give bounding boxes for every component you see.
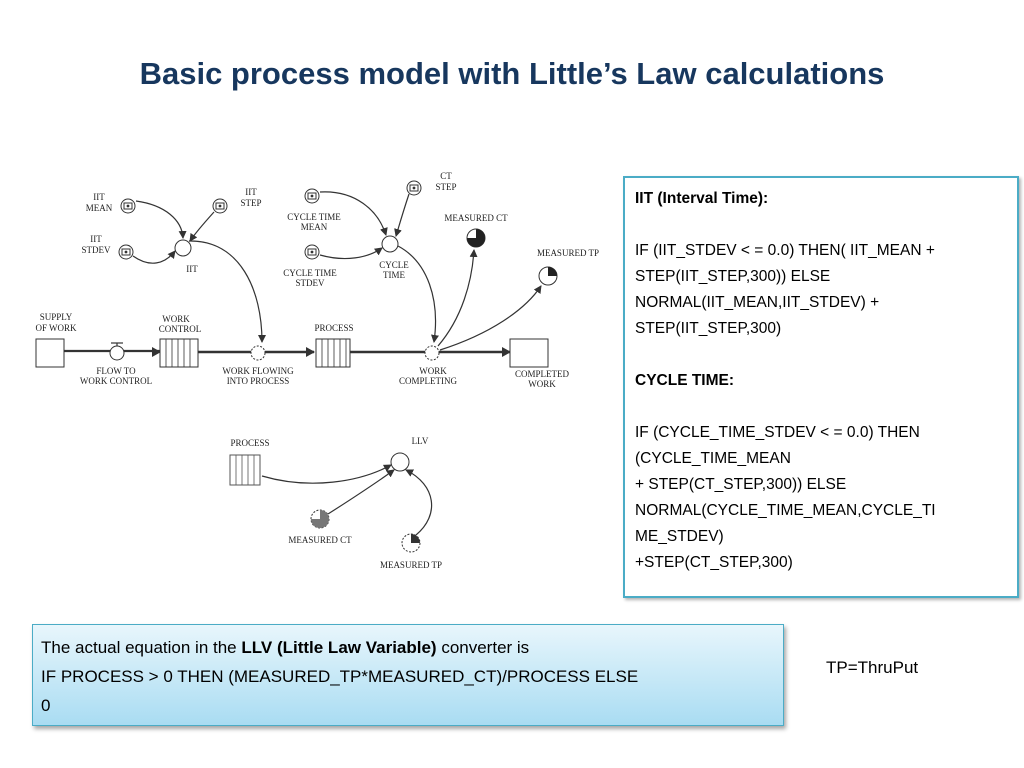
ct-equation-line: ME_STDEV): [635, 528, 724, 545]
process-model-diagram: IIT MEAN IIT STDEV IIT STEP IIT CYCLE TI…: [35, 171, 599, 570]
supply-of-work-label-1: SUPPLY: [40, 312, 73, 322]
measured-ct-converter: MEASURED CT: [444, 213, 508, 248]
iit-label: IIT: [186, 264, 198, 274]
ct-step-label-1: CT: [440, 171, 452, 181]
iit-step-label-2: STEP: [240, 198, 261, 208]
llv-note-bold: LLV (Little Law Variable): [241, 638, 437, 657]
ct-equation-line: + STEP(CT_STEP,300)) ELSE: [635, 476, 847, 493]
llv-note-box: The actual equation in the LLV (Little L…: [32, 624, 784, 726]
process-label: PROCESS: [314, 323, 353, 333]
measured-ct2-label: MEASURED CT: [288, 535, 352, 545]
iit-stdev-constant: IIT STDEV: [82, 234, 134, 260]
iit-converter: IIT: [174, 239, 198, 274]
cycle-time-stdev-label-1: CYCLE TIME: [283, 268, 337, 278]
llv-note-suffix: converter is: [436, 638, 530, 657]
ct-equation-line: (CYCLE_TIME_MEAN: [635, 450, 791, 467]
llv-note-line-1: The actual equation in the LLV (Little L…: [41, 633, 775, 662]
work-flowing-into-process-valve: WORK FLOWING INTO PROCESS: [222, 345, 294, 386]
iit-equation-line: STEP(IIT_STEP,300): [635, 320, 782, 337]
work-flowing-label-2: INTO PROCESS: [227, 376, 290, 386]
iit-equation-line: NORMAL(IIT_MEAN,IIT_STDEV) +: [635, 294, 880, 311]
cycle-time-label-2: TIME: [383, 270, 405, 280]
cycle-time-heading: CYCLE TIME:: [635, 372, 735, 389]
supply-of-work-stock: SUPPLY OF WORK: [35, 312, 77, 368]
iit-stdev-label-1: IIT: [90, 234, 102, 244]
completed-work-label-2: WORK: [528, 379, 556, 389]
iit-equation-line: STEP(IIT_STEP,300)) ELSE: [635, 268, 831, 285]
cycle-time-converter: CYCLE TIME: [379, 235, 409, 280]
iit-equation-line: IF (IIT_STDEV < = 0.0) THEN( IIT_MEAN +: [635, 242, 935, 259]
llv-label: LLV: [412, 436, 429, 446]
iit-heading: IIT (Interval Time):: [635, 190, 769, 207]
llv-note-line-3: 0: [41, 696, 51, 715]
work-control-conveyor: WORK CONTROL: [159, 314, 202, 368]
tp-note: TP=ThruPut: [826, 658, 919, 677]
work-completing-valve: WORK COMPLETING: [399, 345, 457, 386]
cycle-time-mean-label-1: CYCLE TIME: [287, 212, 341, 222]
llv-note-prefix: The actual equation in the: [41, 638, 242, 657]
work-control-label-1: WORK: [162, 314, 190, 324]
iit-stdev-label-2: STDEV: [82, 245, 112, 255]
work-control-label-2: CONTROL: [159, 324, 202, 334]
work-completing-label-2: COMPLETING: [399, 376, 457, 386]
flow-to-work-control-valve: FLOW TO WORK CONTROL: [80, 342, 152, 386]
ct-equation-line: NORMAL(CYCLE_TIME_MEAN,CYCLE_TI: [635, 502, 936, 519]
completed-work-stock: COMPLETED WORK: [509, 338, 570, 389]
cycle-time-stdev-constant: CYCLE TIME STDEV: [283, 244, 337, 288]
ct-step-constant: CT STEP: [406, 171, 457, 196]
iit-step-constant: IIT STEP: [212, 187, 262, 214]
process2-label: PROCESS: [230, 438, 269, 448]
cycle-time-label-1: CYCLE: [379, 260, 409, 270]
measured-tp-converter: MEASURED TP: [537, 248, 599, 286]
iit-mean-label-2: MEAN: [86, 203, 113, 213]
ct-step-label-2: STEP: [435, 182, 456, 192]
flow-to-work-control-label-1: FLOW TO: [96, 366, 136, 376]
llv-note-line-2: IF PROCESS > 0 THEN (MEASURED_TP*MEASURE…: [41, 667, 639, 686]
ct-equation-line: +STEP(CT_STEP,300): [635, 554, 793, 571]
measured-ct-ghost: MEASURED CT: [288, 509, 352, 545]
measured-ct-label: MEASURED CT: [444, 213, 508, 223]
llv-converter: LLV: [390, 436, 429, 472]
ct-equation-line: IF (CYCLE_TIME_STDEV < = 0.0) THEN: [635, 424, 920, 441]
supply-of-work-label-2: OF WORK: [35, 323, 77, 333]
measured-tp-ghost: MEASURED TP: [380, 533, 442, 570]
process-ghost-conveyor: PROCESS: [229, 438, 270, 486]
cycle-time-stdev-label-2: STDEV: [296, 278, 326, 288]
cycle-time-mean-label-2: MEAN: [301, 222, 328, 232]
iit-mean-constant: IIT MEAN: [86, 192, 136, 214]
completed-work-label-1: COMPLETED: [515, 369, 570, 379]
page-title: Basic process model with Little’s Law ca…: [139, 56, 885, 91]
process-conveyor: PROCESS: [314, 323, 354, 368]
measured-tp-label: MEASURED TP: [537, 248, 599, 258]
work-flowing-label-1: WORK FLOWING: [222, 366, 294, 376]
flow-to-work-control-label-2: WORK CONTROL: [80, 376, 152, 386]
iit-step-label-1: IIT: [245, 187, 257, 197]
iit-mean-label-1: IIT: [93, 192, 105, 202]
work-completing-label-1: WORK: [419, 366, 447, 376]
measured-tp2-label: MEASURED TP: [380, 560, 442, 570]
equations-box: IIT (Interval Time): IF (IIT_STDEV < = 0…: [623, 176, 1019, 598]
cycle-time-mean-constant: CYCLE TIME MEAN: [287, 188, 341, 232]
